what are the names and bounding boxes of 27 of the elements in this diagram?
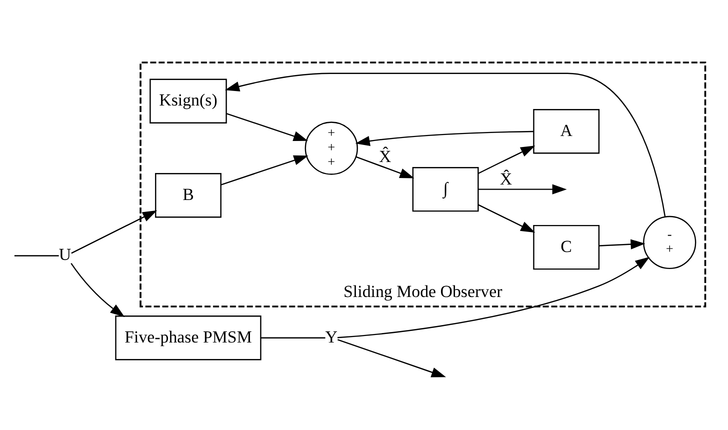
node-text: U [58,245,72,264]
node-box: B [155,173,222,218]
node-box: C [533,224,600,270]
node-box: Ksign(s) [150,78,227,124]
arrow [220,155,308,186]
node-circle: - + [643,216,696,270]
edge-label: X̂ [500,170,512,189]
node-circle: + + + [304,122,358,175]
arrow [337,256,650,338]
node-text: Y [325,327,338,346]
arrow [337,339,446,378]
arrow [599,239,646,250]
node-box: A [533,109,600,154]
connector [261,337,326,339]
node-box: Five-phase PMSM [115,316,262,360]
arrow [224,72,666,217]
arrow [478,184,567,194]
arrow [356,156,414,178]
arrow [478,146,536,174]
connector [14,255,59,256]
arrow [70,262,125,318]
edge-label: X̂ [379,146,392,166]
arrow [226,112,308,142]
node-box: ∫ [412,166,479,212]
arrow [71,210,158,254]
arrow [355,130,534,146]
arrow [478,204,536,233]
